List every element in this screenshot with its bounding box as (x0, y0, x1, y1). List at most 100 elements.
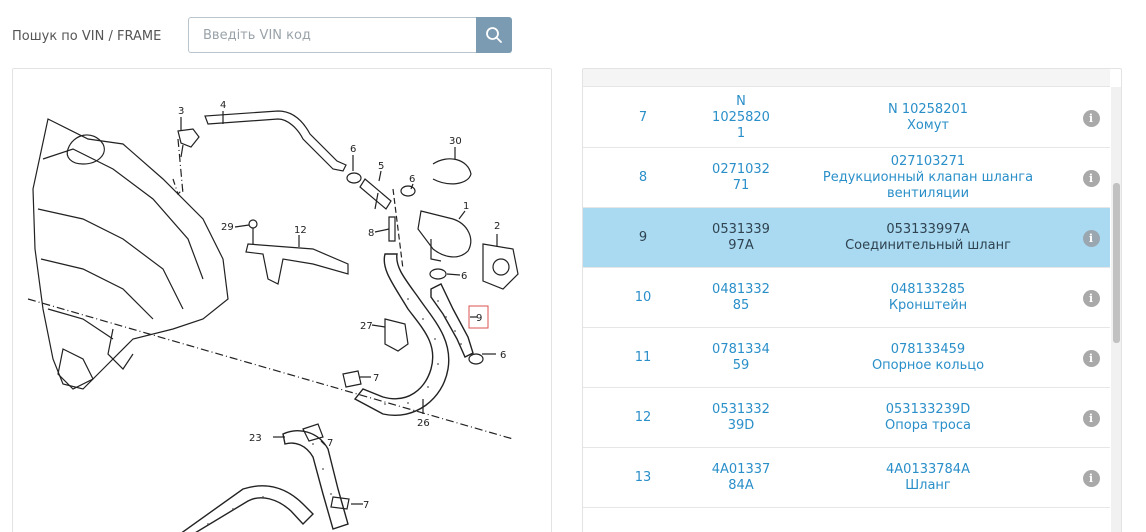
callout-4[interactable]: 4 (220, 100, 226, 111)
info-button[interactable]: i (1079, 448, 1103, 508)
row-code-line1: 0781334 (712, 342, 770, 357)
row-number: 8 (638, 170, 648, 185)
row-code-line2: 59 (732, 358, 750, 373)
callout-27[interactable]: 27 (360, 321, 373, 332)
callout-30[interactable]: 30 (449, 136, 462, 147)
parts-table-header (583, 69, 1110, 87)
info-button[interactable]: i (1079, 268, 1103, 328)
row-part-name: Соединительный шланг (845, 238, 1011, 253)
info-button[interactable]: i (1079, 328, 1103, 388)
table-row[interactable]: 12 0531332 39D 053133239D Опора троса i (583, 388, 1110, 448)
callout-6b[interactable]: 6 (409, 174, 415, 185)
row-description: N 10258201 Хомут (783, 88, 1073, 148)
callout-7c[interactable]: 7 (363, 500, 369, 511)
row-code: 4A01337 84A (701, 448, 781, 508)
info-icon: i (1082, 229, 1100, 247)
row-number: 10 (634, 290, 652, 305)
row-part-number[interactable]: N 10258201 (887, 102, 969, 117)
callout-5[interactable]: 5 (378, 161, 384, 172)
table-row[interactable]: 8 0271032 71 027103271 Редукционный клап… (583, 148, 1110, 208)
row-part-number[interactable]: 027103271 (890, 154, 966, 169)
row-code: 0531332 39D (701, 388, 781, 448)
search-button[interactable] (476, 17, 512, 53)
row-part-number[interactable]: 053133239D (885, 402, 971, 417)
table-row[interactable]: 7 N 1025820 1 N 10258201 Хомут i (583, 88, 1110, 148)
row-description: 053133239D Опора троса (783, 388, 1073, 448)
callout-12[interactable]: 12 (294, 225, 307, 236)
row-part-name: Кронштейн (888, 298, 968, 313)
callout-7b[interactable]: 7 (327, 438, 333, 449)
row-description: 078133459 Опорное кольцо (783, 328, 1073, 388)
callout-23[interactable]: 23 (249, 433, 262, 444)
row-number: 11 (634, 350, 652, 365)
parts-scrollbar[interactable] (1111, 87, 1121, 532)
parts-table-rows: 7 N 1025820 1 N 10258201 Хомут i 8 02710… (583, 88, 1110, 508)
callout-6c[interactable]: 6 (461, 271, 467, 282)
row-code-line1: 0271032 (712, 162, 770, 177)
info-icon: i (1082, 109, 1100, 127)
vin-search-input[interactable] (188, 17, 477, 53)
info-button[interactable]: i (1079, 388, 1103, 448)
row-code-line2: 84A (728, 478, 754, 493)
search-icon (486, 27, 502, 43)
scrollbar-thumb[interactable] (1113, 183, 1120, 343)
row-code-line2: 71 (732, 178, 750, 193)
row-code-line3: 1 (736, 126, 746, 141)
callout-8[interactable]: 8 (368, 228, 374, 239)
row-description: 027103271 Редукционный клапан шланга вен… (783, 148, 1073, 208)
row-code-line2: 1025820 (712, 110, 770, 125)
row-part-name: Шланг (905, 478, 951, 493)
callout-26[interactable]: 26 (417, 418, 430, 429)
info-button[interactable]: i (1079, 208, 1103, 268)
callout-29[interactable]: 29 (221, 222, 234, 233)
info-button[interactable]: i (1079, 148, 1103, 208)
row-number: 9 (638, 230, 648, 245)
info-icon: i (1082, 289, 1100, 307)
row-description: 048133285 Кронштейн (783, 268, 1073, 328)
row-code-line1: 0531332 (712, 402, 770, 417)
search-label: Пошук по VIN / FRAME (12, 29, 162, 44)
callout-6d[interactable]: 6 (500, 350, 506, 361)
table-row[interactable]: 13 4A01337 84A 4A0133784A Шланг i (583, 448, 1110, 508)
row-part-name: Хомут (907, 118, 949, 133)
row-number: 13 (634, 470, 652, 485)
parts-diagram: 3 4 6 5 6 30 29 12 8 1 2 6 9 27 6 7 26 2… (27, 100, 519, 532)
row-number: 12 (634, 410, 652, 425)
row-number: 7 (638, 110, 648, 125)
row-part-number[interactable]: 078133459 (890, 342, 966, 357)
row-code: N 1025820 1 (701, 88, 781, 148)
row-code-line2: 39D (727, 418, 755, 433)
row-code: 0781334 59 (701, 328, 781, 388)
row-code-line1: 4A01337 (711, 462, 771, 477)
callout-6a[interactable]: 6 (350, 144, 356, 155)
info-icon: i (1082, 409, 1100, 427)
row-code-line2: 97A (728, 238, 754, 253)
info-icon: i (1082, 169, 1100, 187)
callout-7a[interactable]: 7 (373, 373, 379, 384)
callout-1[interactable]: 1 (463, 201, 469, 212)
info-icon: i (1082, 469, 1100, 487)
table-row[interactable]: 10 0481332 85 048133285 Кронштейн i (583, 268, 1110, 328)
callout-2[interactable]: 2 (494, 221, 500, 232)
callout-9-highlight (468, 305, 489, 329)
parts-table-panel: 7 N 1025820 1 N 10258201 Хомут i 8 02710… (582, 68, 1122, 532)
row-part-number[interactable]: 4A0133784A (886, 462, 970, 477)
row-code-line2: 85 (732, 298, 750, 313)
row-part-number[interactable]: 053133997A (886, 222, 970, 237)
row-part-number[interactable]: 048133285 (890, 282, 966, 297)
row-code-line1: 0481332 (712, 282, 770, 297)
callout-9[interactable]: 9 (476, 313, 482, 324)
row-code-line1: 0531339 (712, 222, 770, 237)
row-code: 0531339 97A (701, 208, 781, 268)
row-code: 0271032 71 (701, 148, 781, 208)
table-row-selected[interactable]: 9 0531339 97A 053133997A Соединительный … (583, 208, 1110, 268)
row-code-line1: N (736, 94, 746, 109)
info-icon: i (1082, 349, 1100, 367)
row-part-name: Редукционный клапан шланга вентиляции (822, 170, 1034, 201)
table-row[interactable]: 11 0781334 59 078133459 Опорное кольцо i (583, 328, 1110, 388)
row-part-name: Опорное кольцо (871, 358, 985, 373)
row-code: 0481332 85 (701, 268, 781, 328)
callout-3[interactable]: 3 (178, 106, 184, 117)
info-button[interactable]: i (1079, 88, 1103, 148)
row-description: 053133997A Соединительный шланг (783, 208, 1073, 268)
